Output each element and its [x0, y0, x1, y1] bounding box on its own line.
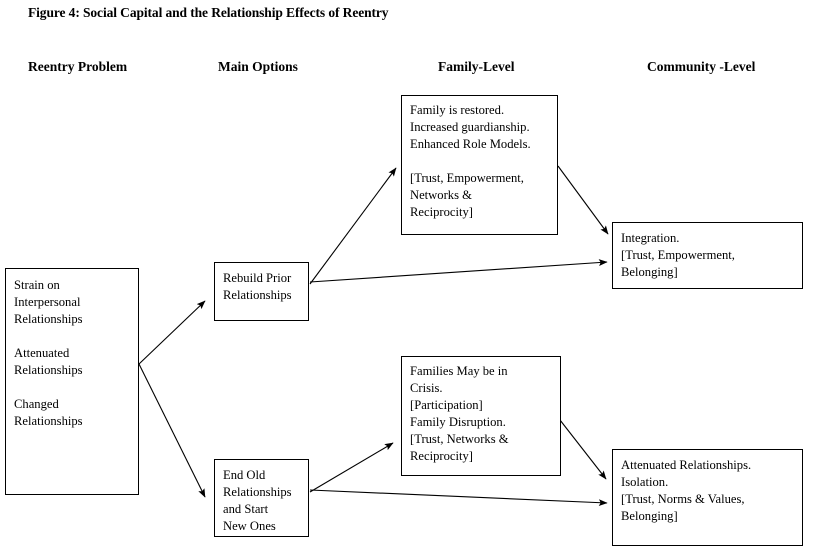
edge-endold-to-attenuated: [309, 489, 608, 507]
column-header-family-level: Family-Level: [438, 59, 515, 74]
node-integration[interactable]: Integration. [Trust, Empowerment, Belong…: [612, 222, 803, 289]
column-header-community-level: Community -Level: [647, 59, 756, 74]
node-family-is-restored[interactable]: Family is restored. Increased guardiansh…: [401, 95, 558, 235]
figure-title: Figure 4: Social Capital and the Relatio…: [28, 5, 389, 20]
node-end-old-relationships-and-start-new-ones[interactable]: End Old Relationships and Start New Ones: [214, 459, 309, 537]
edge-problem-to-rebuild: [138, 300, 206, 365]
edge-family-negative-to-attenuated: [559, 419, 607, 480]
column-header-reentry-problem: Reentry Problem: [28, 59, 128, 74]
edge-rebuild-to-integration: [309, 259, 608, 283]
node-attenuated-relationships-isolation[interactable]: Attenuated Relationships. Isolation. [Tr…: [612, 449, 803, 546]
node-strain-on-interpersonal-relationships[interactable]: Strain on Interpersonal Relationships At…: [5, 268, 139, 495]
edge-endold-to-family-negative: [309, 442, 394, 493]
edge-family-positive-to-integration: [557, 165, 609, 235]
node-families-may-be-in-crisis[interactable]: Families May be in Crisis. [Participatio…: [401, 356, 561, 476]
column-header-main-options: Main Options: [218, 59, 298, 74]
edge-problem-to-endold: [138, 363, 206, 498]
node-rebuild-prior-relationships[interactable]: Rebuild Prior Relationships: [214, 262, 309, 321]
edge-rebuild-to-family-positive: [309, 167, 397, 285]
